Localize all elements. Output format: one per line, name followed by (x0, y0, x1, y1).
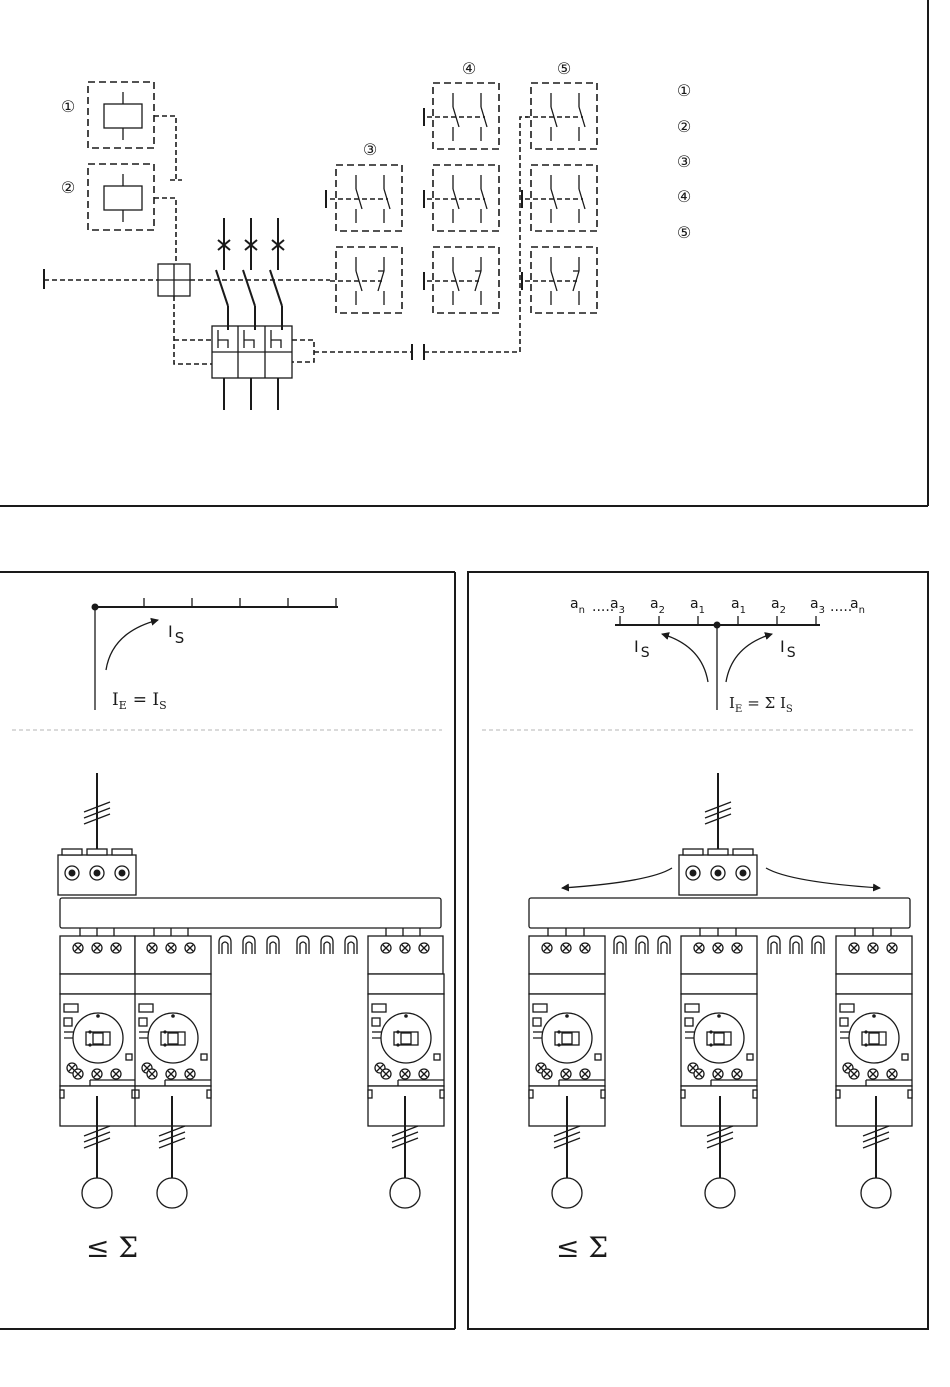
scale-label-a1-right: a1 (731, 596, 746, 616)
left-formula: IE= IS (112, 690, 167, 712)
legend-item-4: ④ (677, 187, 691, 206)
legend-item-2: ② (677, 117, 691, 136)
release-2-link (154, 198, 176, 264)
aux-contact-block-5c (525, 247, 597, 313)
left-busbar-pins (80, 928, 420, 936)
scale-label-a2-right: a2 (771, 596, 786, 616)
aux-link (314, 117, 528, 352)
aux-contact-block-5b (525, 165, 597, 231)
shunt-release (88, 164, 154, 230)
release-1-link (154, 116, 182, 180)
right-distribution-arrow-left (562, 868, 672, 888)
aux-contact-block-3b (330, 247, 402, 313)
right-formula: IE= Σ IS (729, 694, 793, 715)
operating-handle (44, 264, 330, 364)
left-feed-terminal (58, 849, 136, 895)
marker-1: ① (61, 97, 75, 116)
right-busbar (529, 898, 910, 928)
scale-label-a2-left: a2 (650, 596, 665, 616)
marker-3: ③ (363, 140, 377, 159)
legend-item-1: ① (677, 81, 691, 100)
right-breaker-3 (836, 936, 912, 1126)
current-flow-arrow (106, 620, 158, 670)
svg-text:.....: ..... (830, 599, 852, 615)
schematic-section: ① ② ③ ④ ⑤ ① ② ③ ④ ⑤ (0, 0, 928, 506)
left-flow-arrow (662, 634, 708, 682)
scale-label-a3-right: a3 (810, 596, 825, 616)
right-incoming-supply (705, 773, 731, 852)
legend-item-3: ③ (677, 152, 691, 171)
left-sum-symbol: ≤ Σ (86, 1231, 138, 1264)
marker-5: ⑤ (557, 59, 571, 78)
right-busbar-scale (615, 616, 820, 710)
main-poles (216, 218, 284, 330)
aux-contact-block-3a (330, 165, 402, 231)
legend-item-5: ⑤ (677, 223, 691, 242)
left-incoming-supply (84, 773, 110, 852)
undervoltage-release (88, 82, 154, 148)
schematic-legend: ① ② ③ ④ ⑤ (677, 81, 691, 242)
scale-label-an-left: an (570, 596, 585, 616)
right-feed-terminal (679, 849, 757, 895)
scale-labels: an ..... a3 a2 a1 a1 a2 a3 ..... an (570, 596, 865, 616)
marker-2: ② (61, 178, 75, 197)
aux-contact-block-4b (427, 165, 499, 231)
aux-contact-block-5a (525, 83, 597, 149)
aux-contact-block-4c (427, 247, 499, 313)
left-busbar (60, 898, 441, 928)
left-busbar-scale (92, 598, 339, 710)
scale-label-a1-left: a1 (690, 596, 705, 616)
right-busbar-pins (548, 928, 891, 936)
aux-contact-block-4a (427, 83, 499, 149)
right-flow-arrow (726, 634, 772, 682)
right-sum-symbol: ≤ Σ (556, 1231, 608, 1264)
right-distribution-arrow-right (766, 868, 880, 888)
marker-4: ④ (462, 59, 476, 78)
left-spare-clips (219, 936, 357, 954)
trip-units (212, 326, 314, 410)
